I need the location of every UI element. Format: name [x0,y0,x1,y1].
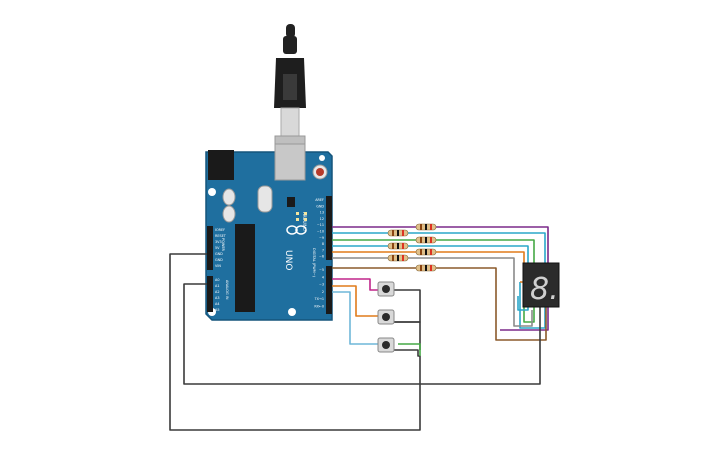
pushbutton-2[interactable] [377,309,395,325]
board-leds [296,212,307,221]
arduino-logo [286,225,307,235]
display-body [522,262,560,308]
analog-pin-label-3: A3 [215,296,219,300]
digital-header-title: DIGITAL (PWM~) [312,248,316,278]
wire-orange-button[interactable] [332,285,384,317]
resistor-2[interactable] [387,229,409,237]
digital-pin-label-8: 7 [322,248,324,252]
resistor-5[interactable] [415,248,437,256]
arduino-uno-board[interactable]: UNO ARDUINO POWER ANALOG IN DIGITAL (PWM… [205,143,333,321]
digital-header-high [326,196,332,260]
power-pin-label-0: IOREF [215,228,225,232]
resistor-3[interactable] [415,236,437,244]
seven-segment-display[interactable]: 8. [522,262,560,308]
power-pin-label-3: 5V [215,246,220,250]
wires [169,226,549,431]
wire-magenta[interactable] [332,278,384,291]
digital-header-low [326,266,332,314]
power-pin-labels: IOREF RESET 3V3 5V GND GND VIN [215,228,227,268]
model-label: UNO [283,250,293,270]
small-ic [287,197,295,207]
board-led-rx [296,218,299,221]
digital-pin-label-low-3: 2 [322,290,324,294]
power-pin-label-2: 3V3 [215,240,222,244]
digital-pin-label-6: ~9 [319,236,324,240]
atmega-chip [235,224,255,312]
capacitor-2 [222,205,236,223]
power-pin-label-5: GND [215,258,223,262]
pushbutton-3[interactable] [377,337,395,353]
reset-button-cap [316,168,324,176]
power-jack [208,150,234,180]
digital-pin-label-low-1: 4 [322,275,324,279]
pushbutton-1[interactable] [377,281,395,297]
usb-connector [280,107,300,137]
usb-cable-strain [286,24,295,38]
digital-pin-label-9: ~6 [319,255,324,259]
usb-cable-neck [283,36,297,54]
digital-pin-label-low-5: RX←0 [314,305,324,309]
wire-black-gnd[interactable] [169,253,421,431]
wire-brown[interactable] [332,267,547,341]
resistor-1[interactable] [415,223,437,231]
board-led-l [296,212,299,215]
analog-pin-label-5: A5 [215,308,219,312]
mount-hole-3 [288,308,296,316]
power-header-title: POWER [221,238,225,252]
power-pin-label-6: VIN [215,264,221,268]
crystal [257,185,273,213]
digital-pin-label-low-2: ~3 [319,283,324,287]
digital-pin-label-4: ~11 [317,223,324,227]
analog-pin-label-2: A2 [215,290,219,294]
analog-pin-label-1: A1 [215,284,219,288]
wire-gray[interactable] [332,257,533,327]
analog-pin-label-4: A4 [215,302,219,306]
wire-button-link-1[interactable] [392,289,421,323]
digital-pin-label-0: AREF [315,198,324,202]
digital-pin-label-7: 8 [322,242,324,246]
wire-green-button[interactable] [398,343,421,356]
analog-pin-label-0: A0 [215,278,219,282]
wire-black-display[interactable] [183,283,541,385]
digital-pin-labels: AREF GND 13 12 ~11 ~10 ~9 8 7 ~6 ~5 4 ~3 2TX→1RX←0 [314,198,325,309]
digital-pin-label-5: ~10 [317,230,324,234]
wire-cyan-2[interactable] [332,245,529,311]
digital-pin-label-2: 13 [320,211,324,215]
usb-port [274,143,306,181]
wire-lightblue-button[interactable] [332,291,384,345]
usb-plug-grip [283,74,297,100]
resistor-6[interactable] [387,254,409,262]
capacitor-1 [222,188,236,206]
mount-hole-1 [208,188,216,196]
board-led-tx [304,212,307,215]
board-led-on [304,218,307,221]
display-digit: 8. [530,272,559,307]
wire-button-link-2[interactable] [392,321,421,350]
digital-pin-label-low-0: ~5 [319,268,324,272]
resistor-7[interactable] [415,264,437,272]
analog-header-title: ANALOG IN [225,280,229,300]
digital-pin-label-low-4: TX→1 [314,297,324,301]
mount-hole-4 [319,155,325,161]
resistor-4[interactable] [387,242,409,250]
resistors [387,223,437,272]
digital-pin-label-1: GND [316,204,324,208]
digital-pin-label-3: 12 [320,217,324,221]
power-pin-label-4: GND [215,252,223,256]
wire-green[interactable] [332,239,535,323]
power-pin-label-1: RESET [215,234,227,238]
wire-cyan[interactable] [332,232,546,329]
power-header [207,226,213,270]
analog-header [207,276,213,312]
brand-label: ARDUINO [302,212,307,231]
